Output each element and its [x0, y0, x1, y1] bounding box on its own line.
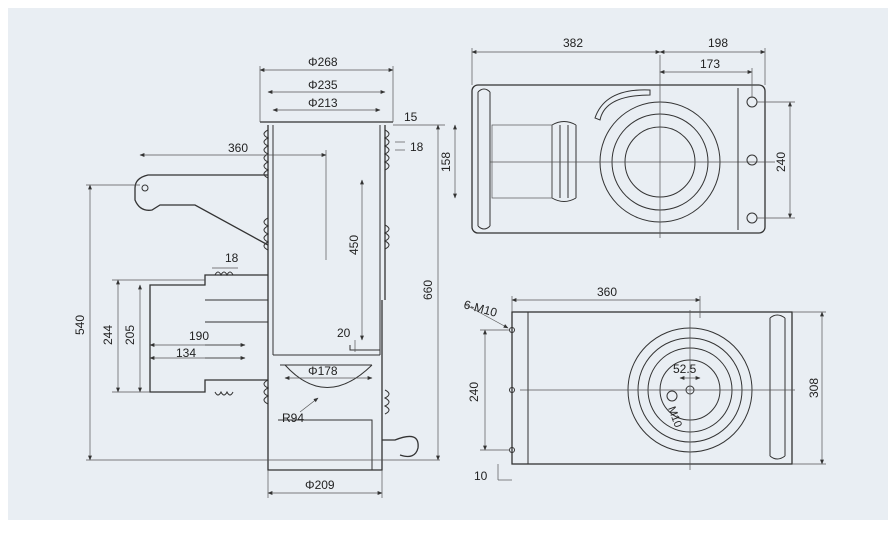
dim-205: 205 [123, 325, 137, 345]
side-bottom-hook [382, 435, 419, 458]
dim-540: 540 [73, 315, 87, 335]
dim-134: 134 [176, 346, 196, 360]
dim-r94: R94 [282, 411, 304, 425]
side-upper-arm [134, 174, 269, 246]
dim-360-bottom: 360 [597, 285, 617, 299]
dim-450: 450 [347, 235, 361, 255]
dim-190: 190 [189, 329, 209, 343]
top-left-rail [477, 88, 491, 230]
side-base-dish [278, 364, 373, 470]
bottom-right-rail [769, 314, 786, 460]
dim-10: 10 [474, 469, 488, 483]
arm-hole [141, 184, 149, 192]
top-outline [471, 84, 766, 234]
side-dimension-labels: Φ268 Φ235 Φ213 15 18 360 450 660 540 244… [73, 55, 435, 492]
bottom-view: 6-M10 360 240 308 10 52.5 M10 [462, 285, 826, 483]
side-inner-bore [272, 125, 381, 356]
dim-18b: 18 [225, 251, 239, 265]
bottom-marking-circle [666, 390, 678, 402]
side-body-outline [260, 121, 393, 471]
bottom-bolt-2 [509, 387, 515, 393]
top-dimension-labels: 382 198 173 240 158 [439, 36, 788, 172]
side-right-sheds [383, 129, 390, 415]
side-step [349, 345, 380, 351]
side-view: Φ268 Φ235 Φ213 15 18 360 450 660 540 244… [73, 55, 445, 498]
dim-52-5: 52.5 [673, 362, 697, 376]
dim-phi209: Φ209 [305, 478, 335, 492]
dim-phi235: Φ235 [308, 78, 338, 92]
bottom-dimensions [465, 296, 826, 481]
top-view: 382 198 173 240 158 [439, 36, 795, 238]
drawing-panel [8, 8, 888, 520]
top-saddle [594, 89, 651, 121]
dim-20: 20 [337, 326, 351, 340]
side-dimensions [86, 66, 445, 498]
side-terminal-block [149, 274, 268, 393]
dim-phi213: Φ213 [308, 96, 338, 110]
dim-phi268: Φ268 [308, 55, 338, 69]
top-dimensions [453, 48, 795, 219]
dim-173: 173 [700, 57, 720, 71]
dim-198: 198 [708, 36, 728, 50]
top-inner-rect [491, 124, 553, 199]
dim-240-bottom: 240 [467, 382, 481, 402]
dim-244: 244 [101, 325, 115, 345]
top-bolt-2 [746, 154, 758, 166]
dim-15: 15 [404, 110, 418, 124]
dim-382: 382 [563, 36, 583, 50]
dim-18a: 18 [410, 140, 424, 154]
dim-660: 660 [421, 280, 435, 300]
dim-240-top: 240 [774, 152, 788, 172]
dim-158: 158 [439, 152, 453, 172]
dim-phi178: Φ178 [308, 364, 338, 378]
dim-360: 360 [228, 141, 248, 155]
dim-308: 308 [807, 378, 821, 398]
